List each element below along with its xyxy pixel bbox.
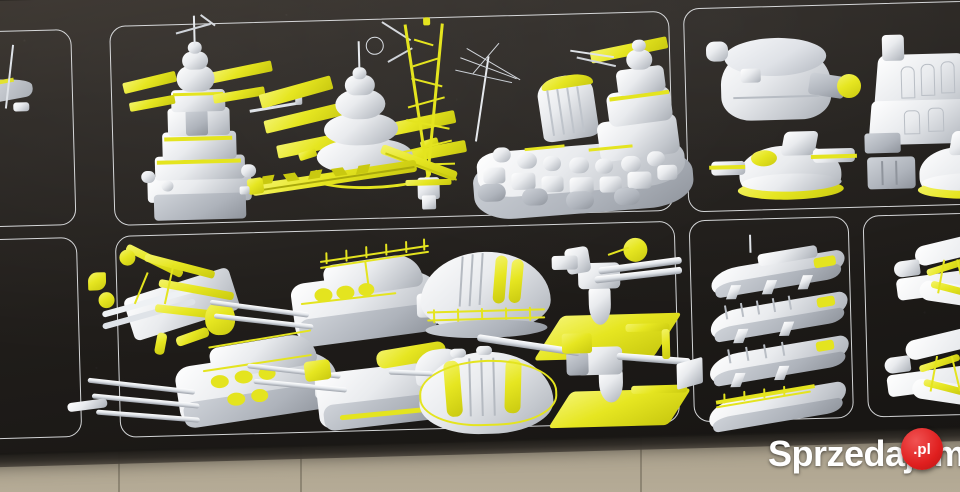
model-kit-box	[0, 0, 960, 468]
panel-left-edge-parts	[0, 236, 83, 443]
watermark-badge: .pl	[901, 428, 943, 470]
